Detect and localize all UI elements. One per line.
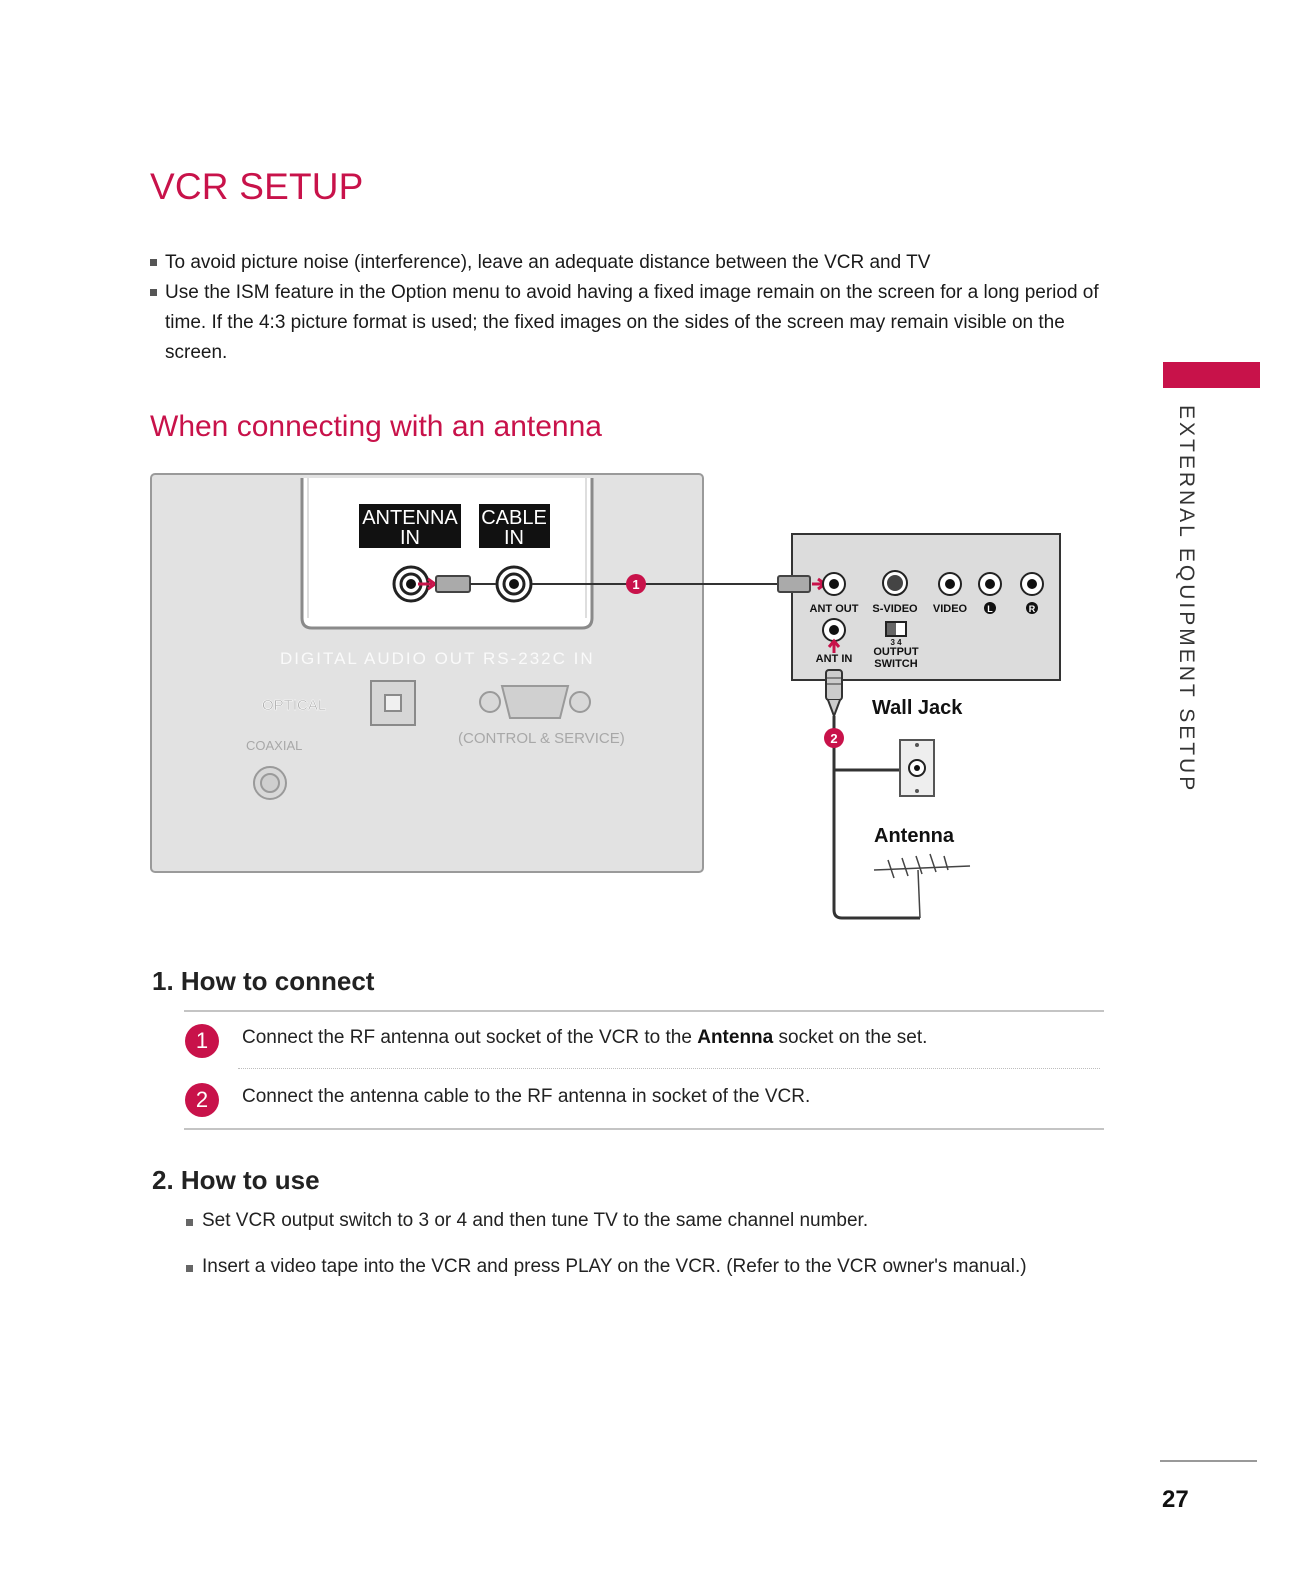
how-to-connect-title: 1. How to connect — [152, 966, 375, 996]
how-to-use-list: Set VCR output switch to 3 or 4 and then… — [186, 1210, 1027, 1302]
page-title: VCR SETUP — [150, 166, 364, 207]
tv-antenna-in-jack — [392, 565, 430, 603]
tv-cable-plug — [435, 575, 471, 593]
antenna-label: Antenna — [874, 825, 955, 847]
antenna-in-label-2: IN — [400, 527, 420, 549]
wall-jack-label: Wall Jack — [872, 697, 963, 719]
vcr-audio-l-jack — [978, 572, 1002, 596]
step-divider — [238, 1068, 1100, 1069]
vcr-audio-l-label: L — [987, 604, 993, 614]
vcr-video-jack — [938, 572, 962, 596]
page-number: 27 — [1162, 1486, 1189, 1513]
step-1-text: Connect the RF antenna out socket of the… — [242, 1027, 928, 1048]
svg-text:2: 2 — [830, 731, 837, 746]
marker-1 — [626, 574, 646, 594]
vcr-output-switch-label: OUTPUT — [873, 646, 919, 658]
step-number-badge: 1 — [185, 1024, 219, 1058]
cable-in-label-2: IN — [504, 527, 524, 549]
coaxial-port — [253, 766, 287, 800]
antenna-in-label: ANTENNA — [362, 507, 458, 529]
intro-bullet: Use the ISM feature in the Option menu t… — [150, 278, 1120, 368]
section-subtitle: When connecting with an antenna — [150, 410, 602, 443]
step-number-badge: 2 — [185, 1083, 219, 1117]
coaxial-label: COAXIAL — [246, 738, 302, 753]
vcr-svideo-jack — [882, 570, 908, 596]
vcr-ant-in-label: ANT IN — [816, 653, 853, 665]
vcr-output-switch-label-2: SWITCH — [874, 658, 917, 670]
optical-label: OPTICAL — [262, 697, 326, 714]
marker-2 — [824, 728, 844, 748]
section-rule — [184, 1128, 1104, 1130]
control-service-label: (CONTROL & SERVICE) — [458, 730, 625, 747]
connection-diagram: ANTENNA IN CABLE IN DIGITAL AUDIO OUT RS… — [150, 473, 1061, 920]
use-bullet: Insert a video tape into the VCR and pre… — [186, 1256, 1027, 1278]
svg-text:1: 1 — [632, 577, 639, 592]
vcr-audio-r-jack — [1020, 572, 1044, 596]
side-tab-marker — [1163, 362, 1260, 388]
rs232-port — [479, 685, 591, 719]
tv-antenna-bay — [300, 478, 594, 630]
vcr-back-panel — [791, 533, 1061, 681]
tv-cable-in-jack — [495, 565, 533, 603]
rs232-label: RS-232C IN — [483, 649, 595, 668]
intro-bullet: To avoid picture noise (interference), l… — [150, 248, 1120, 278]
vcr-ant-out-plug — [777, 575, 811, 593]
vcr-svideo-label: S-VIDEO — [872, 603, 918, 615]
antenna-icon — [873, 853, 971, 919]
section-rule — [184, 1010, 1104, 1012]
vcr-ant-in-jack — [822, 618, 846, 642]
vcr-switch-values: 3 4 — [890, 638, 902, 647]
how-to-use-title: 2. How to use — [152, 1165, 320, 1195]
vcr-ant-out-jack — [822, 572, 846, 596]
digital-audio-label: DIGITAL AUDIO OUT — [280, 649, 476, 668]
footer-rule — [1160, 1460, 1257, 1462]
use-bullet: Set VCR output switch to 3 or 4 and then… — [186, 1210, 1027, 1232]
step-2-text: Connect the antenna cable to the RF ante… — [242, 1086, 811, 1107]
side-chapter-label: EXTERNAL EQUIPMENT SETUP — [1175, 405, 1198, 794]
vcr-ant-out-label: ANT OUT — [810, 603, 859, 615]
wall-jack-icon — [899, 739, 935, 797]
rf-cable-2 — [832, 716, 920, 920]
vcr-audio-r-label: R — [1029, 604, 1036, 614]
vcr-video-label: VIDEO — [933, 603, 968, 615]
vcr-ant-in-plug — [825, 669, 843, 719]
cable-in-label: CABLE — [481, 507, 547, 529]
intro-bullets: To avoid picture noise (interference), l… — [150, 248, 1120, 368]
